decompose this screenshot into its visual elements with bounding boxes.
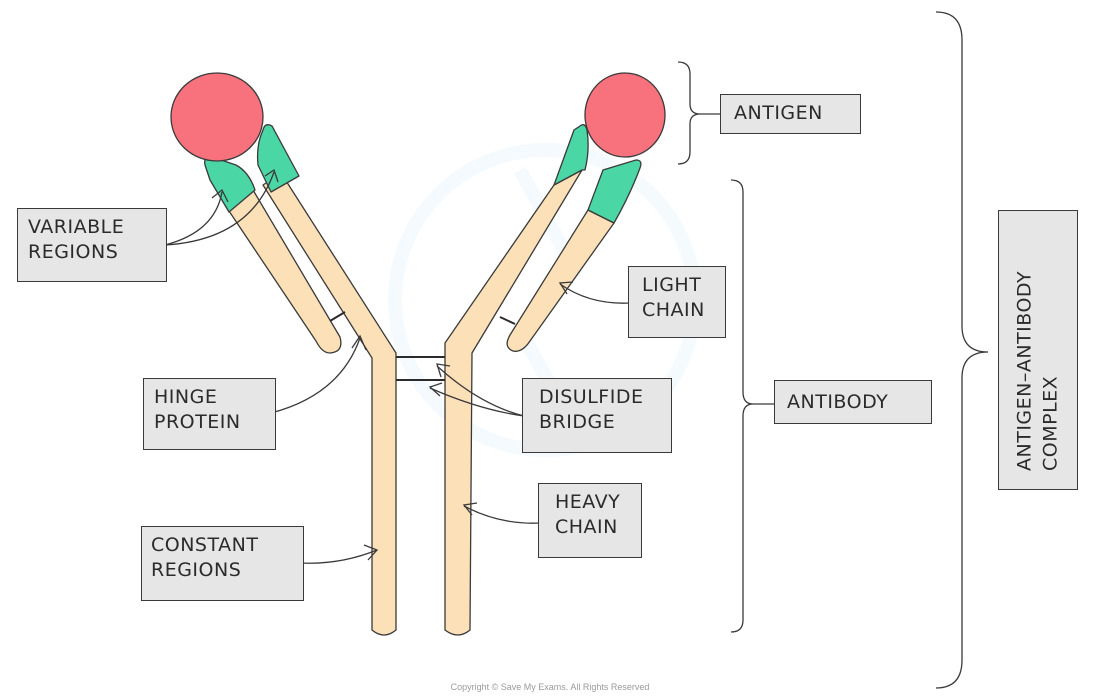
light-chain-leader [559, 283, 631, 304]
constant-regions-arrowhead [363, 544, 379, 561]
right-light-heavy-bond [499, 316, 516, 325]
constant-regions-leader [299, 549, 378, 564]
disulfide-bridge-arrowhead-1 [436, 363, 451, 378]
heavy-chain-label-line-2: CHAIN [555, 515, 618, 538]
variable-regions-arrowhead-1 [211, 188, 229, 203]
right-heavy-chain [444, 169, 583, 636]
right-light-chain [506, 209, 615, 352]
variable-regions-leader [164, 171, 275, 246]
right-heavy-variable-region [553, 124, 589, 186]
antibody-label: ANTIBODY [774, 380, 932, 424]
disulfide-bridge-arrowhead-2 [428, 382, 443, 397]
variable-regions-label-line-2: REGIONS [28, 240, 119, 263]
heavy-chain-leader [463, 505, 541, 524]
antigen-label-text: ANTIGEN [734, 102, 823, 124]
right-antigen [584, 72, 666, 158]
disulfide-bridge-label-line-2: BRIDGE [539, 410, 616, 433]
light-chain-label-line-1: LIGHT [642, 274, 702, 296]
right-light-variable-region [587, 159, 642, 224]
antibody-brace [730, 179, 754, 633]
antigen-antibody-complex-label: ANTIGEN–ANTIBODY COMPLEX [998, 210, 1078, 490]
copyright-notice: Copyright © Save My Exams. All Rights Re… [450, 682, 650, 692]
light-chain-arrowhead [558, 281, 574, 295]
constant-regions-label-line-2: REGIONS [151, 558, 242, 581]
left-light-heavy-bond [329, 311, 346, 322]
heavy-chain-label-line-1: HEAVY [555, 491, 621, 513]
complex-label-line-2: COMPLEX [1039, 375, 1061, 471]
left-heavy-variable-region [256, 124, 300, 193]
complex-brace [935, 11, 989, 689]
disulfide-bridge-label: DISULFIDE BRIDGE [522, 378, 672, 453]
light-chain-label-line-2: CHAIN [642, 298, 705, 321]
heavy-chain-label: HEAVY CHAIN [538, 483, 642, 558]
hinge-protein-arrowhead [351, 334, 367, 351]
hinge-protein-label-line-1: HINGE [154, 386, 218, 408]
light-chain-label: LIGHT CHAIN [628, 266, 726, 338]
variable-regions-label-line-1: VARIABLE [28, 216, 125, 238]
constant-regions-label: CONSTANT REGIONS [141, 526, 304, 601]
heavy-chain-arrowhead [462, 502, 478, 516]
antigen-label: ANTIGEN [720, 94, 861, 134]
antigen-antibody-complex-label-text: ANTIGEN–ANTIBODY COMPLEX [1012, 215, 1063, 485]
hinge-protein-leader [270, 337, 361, 414]
left-antigen [170, 72, 264, 162]
constant-regions-label-line-1: CONSTANT [151, 534, 259, 556]
hinge-protein-label-line-2: PROTEIN [154, 410, 241, 433]
antibody-label-text: ANTIBODY [787, 391, 889, 413]
variable-regions-arrowhead-2 [264, 168, 279, 183]
antigen-brace [677, 61, 701, 165]
left-light-chain [224, 189, 342, 354]
hinge-protein-label: HINGE PROTEIN [143, 378, 276, 450]
left-heavy-chain [262, 172, 397, 636]
disulfide-bridge-leader [429, 365, 525, 417]
variable-regions-label: VARIABLE REGIONS [17, 208, 167, 282]
complex-label-line-1: ANTIGEN–ANTIBODY [1013, 270, 1036, 471]
disulfide-bridge-label-line-1: DISULFIDE [539, 386, 644, 408]
